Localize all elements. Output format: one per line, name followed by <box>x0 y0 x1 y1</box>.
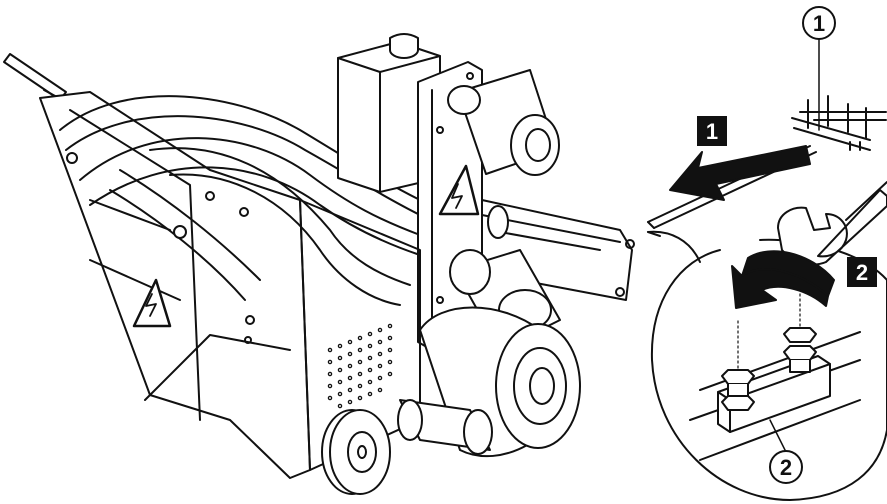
open-end-wrench-icon <box>777 181 887 266</box>
callout-1-label: 1 <box>813 11 825 36</box>
callout-2: 2 <box>769 450 803 484</box>
arrow-left-icon <box>669 145 811 201</box>
roller <box>397 399 493 455</box>
callout-2-label: 2 <box>780 455 792 480</box>
step-1-badge: 1 <box>697 116 727 146</box>
wheel <box>321 409 391 495</box>
electric-hazard-warning-icon <box>438 164 480 216</box>
step-1-label: 1 <box>706 119 718 144</box>
pin-assembly <box>647 27 887 229</box>
vent-grille <box>327 323 393 409</box>
motor-housing <box>337 33 441 193</box>
drive-motor <box>447 69 560 176</box>
callout-1: 1 <box>802 6 836 40</box>
hex-bolt <box>721 317 755 411</box>
step-2-badge: 2 <box>847 257 877 287</box>
step-2-label: 2 <box>856 260 868 285</box>
detail-view <box>647 181 887 501</box>
electric-hazard-warning-icon <box>132 278 172 328</box>
left-frame-plate <box>39 91 311 479</box>
machine <box>3 33 635 495</box>
hose-bundle <box>59 95 421 306</box>
